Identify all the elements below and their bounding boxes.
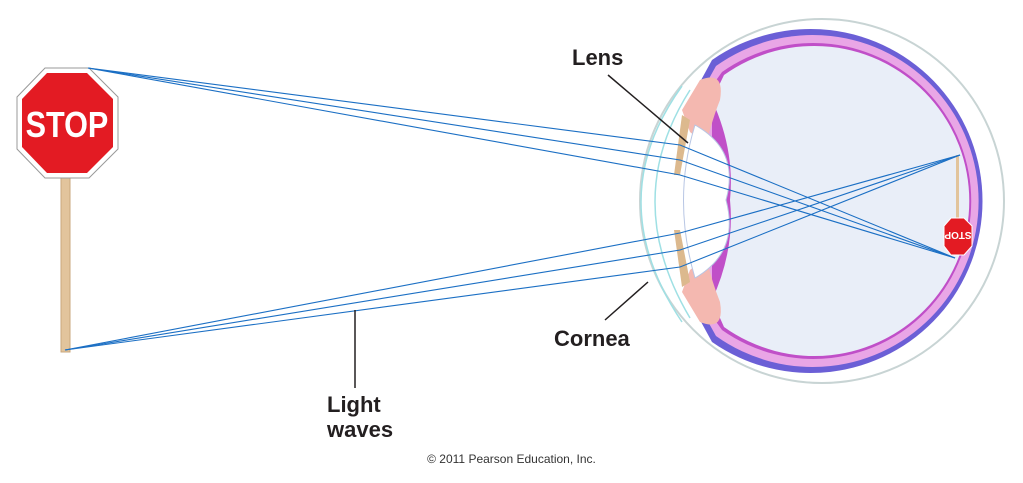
lens-shape <box>683 124 730 279</box>
cornea-label: Cornea <box>554 326 630 351</box>
cornea-inner <box>654 89 691 319</box>
stop-sign-object: STOP <box>16 67 119 353</box>
retina-image-sign <box>943 217 973 256</box>
light-rays <box>64 67 961 351</box>
vitreous-humor <box>712 45 970 356</box>
sign-text: STOP <box>26 106 109 146</box>
ciliary-body-top <box>682 77 721 145</box>
light-ray <box>64 154 961 351</box>
eyeball: STOP <box>639 18 1005 384</box>
light-waves-label-line2: waves <box>327 417 394 442</box>
ciliary-body-bottom <box>682 257 721 325</box>
light-waves-label-line1: Light <box>327 392 381 417</box>
lens-leader-line <box>607 74 689 144</box>
lens-label: Lens <box>572 45 624 70</box>
light-ray <box>87 67 956 259</box>
light-ray <box>87 67 956 259</box>
iris-bottom <box>674 230 690 287</box>
retina-image-pole <box>956 155 959 221</box>
cornea-outer <box>640 85 683 323</box>
retina-image-text: STOP <box>944 229 971 240</box>
sign-pole <box>60 169 71 353</box>
cornea-leader-line <box>604 281 649 321</box>
sign-face <box>22 73 113 173</box>
light-ray <box>64 154 961 351</box>
light-ray <box>87 67 956 259</box>
copyright-notice: © 2011 Pearson Education, Inc. <box>427 452 596 466</box>
light-ray <box>64 154 961 351</box>
